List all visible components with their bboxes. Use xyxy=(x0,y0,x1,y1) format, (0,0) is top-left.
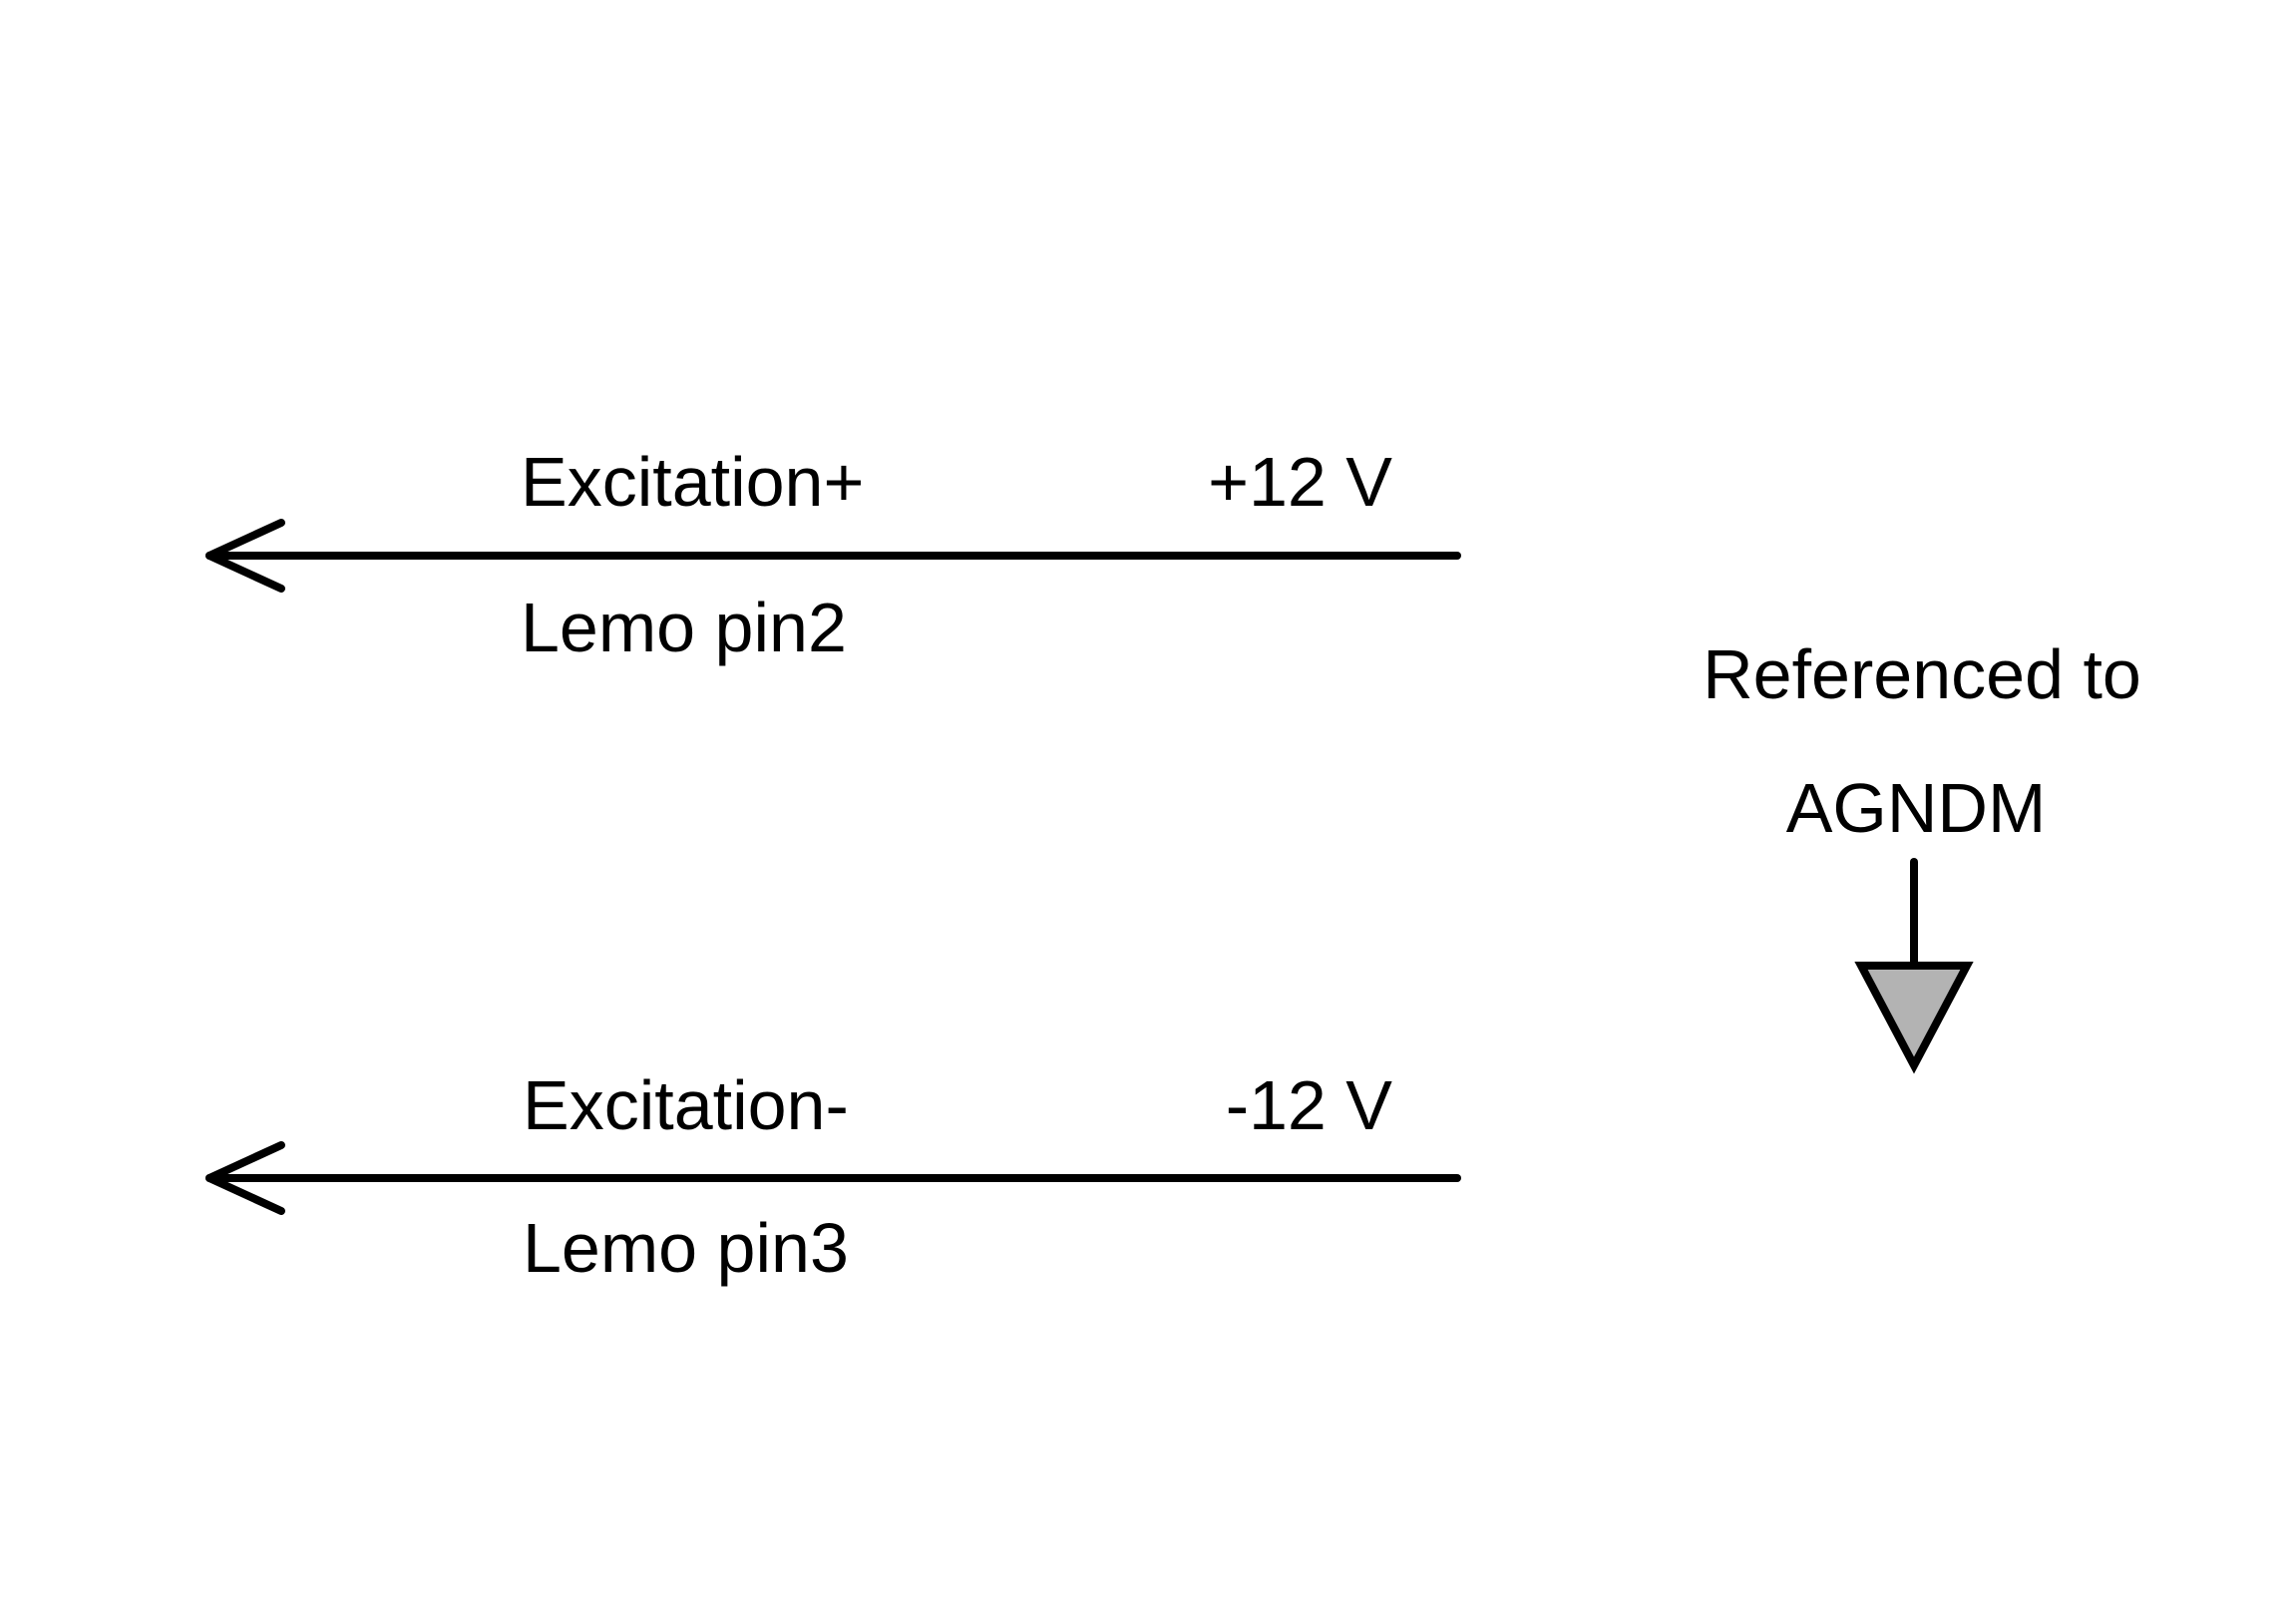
connector-pin: Lemo pin2 xyxy=(521,589,847,666)
ground-reference: Referenced to AGNDM xyxy=(1703,635,2141,1074)
reference-label: Referenced to xyxy=(1703,635,2141,713)
signal-voltage: +12 V xyxy=(1208,443,1392,521)
signal-name: Excitation- xyxy=(523,1066,849,1144)
signal-voltage: -12 V xyxy=(1226,1066,1393,1144)
reference-net: AGNDM xyxy=(1786,769,2047,847)
ground-triangle-icon xyxy=(1854,962,1974,1074)
signal-excitation-plus: Excitation+ +12 V Lemo pin2 xyxy=(205,443,1461,666)
signal-name: Excitation+ xyxy=(521,443,864,521)
signal-excitation-minus: Excitation- -12 V Lemo pin3 xyxy=(205,1066,1461,1287)
connector-pin: Lemo pin3 xyxy=(523,1209,849,1287)
arrow-left-icon xyxy=(205,519,285,593)
arrow-left-icon xyxy=(205,1141,285,1215)
